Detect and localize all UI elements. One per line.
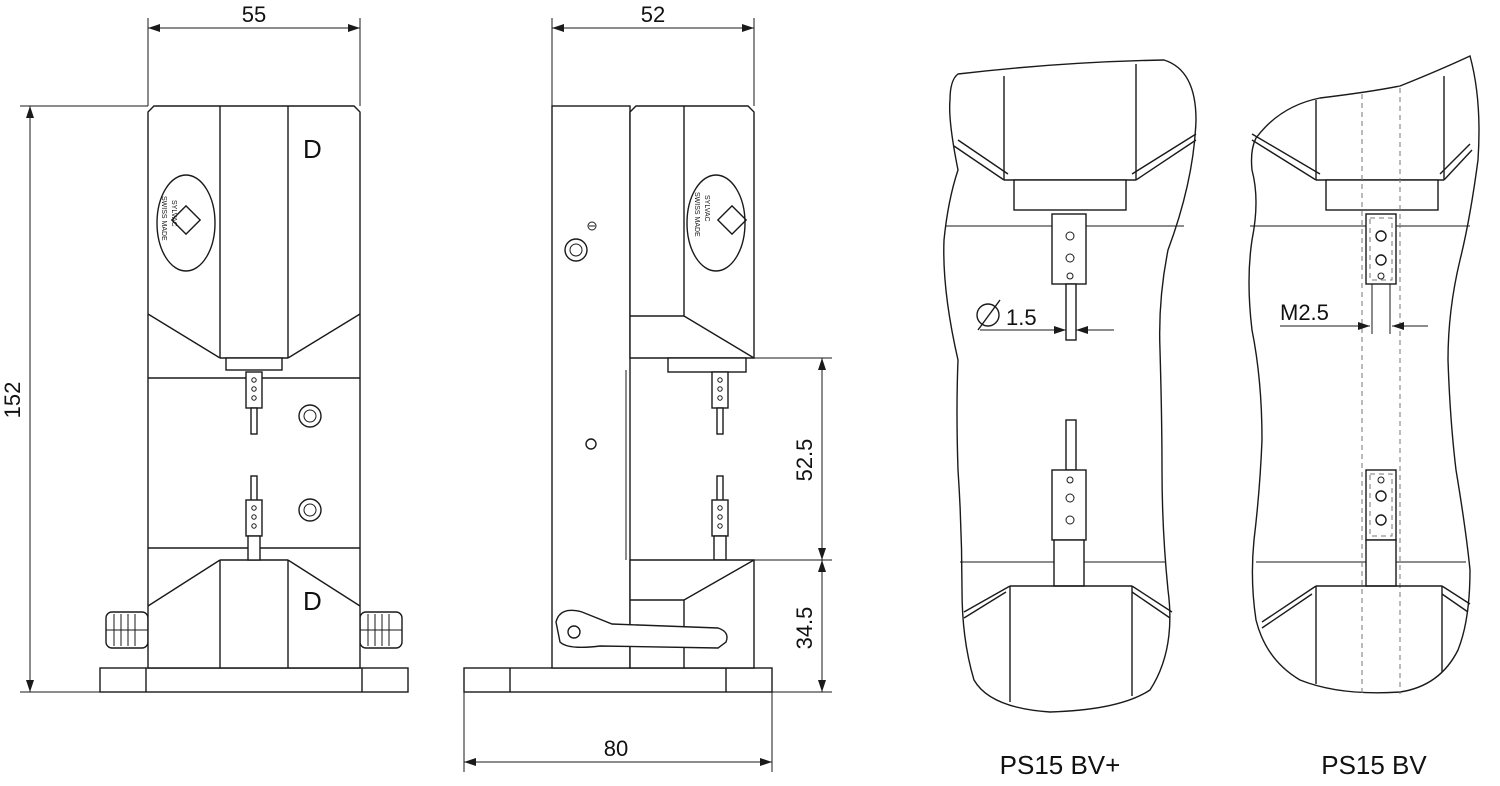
- side-view: SYLVAC SWISS MADE: [463, 105, 773, 693]
- side-logo-text: SYLVAC: [703, 195, 710, 222]
- dim-lower-height: 34.5: [792, 607, 817, 650]
- detail-bv: M2.5 PS15 BV: [1248, 55, 1480, 780]
- front-d-mark-top: D: [303, 134, 322, 164]
- dim-thread-size: M2.5: [1280, 300, 1329, 325]
- right-knob: [359, 611, 403, 649]
- detail-bv-plus: 1.5 PS15 BV+: [943, 59, 1197, 780]
- front-logo-text: SYLVAC: [170, 200, 177, 227]
- front-logo-subtext: SWISS MADE: [160, 196, 167, 241]
- caption-bv: PS15 BV: [1321, 750, 1427, 780]
- diameter-icon: [976, 299, 1001, 331]
- front-view: D D SYLVAC SWISS MADE: [99, 105, 409, 693]
- front-d-mark-bottom: D: [303, 586, 322, 616]
- caption-bv-plus: PS15 BV+: [1000, 750, 1121, 780]
- front-logo: SYLVAC SWISS MADE: [156, 174, 216, 272]
- dimension-lines: [20, 18, 832, 772]
- left-knob: [105, 611, 149, 649]
- side-logo: SYLVAC SWISS MADE: [686, 174, 748, 272]
- dim-side-depth: 52: [641, 2, 665, 27]
- side-logo-subtext: SWISS MADE: [693, 192, 700, 237]
- side-lever: [555, 609, 728, 649]
- dim-gap-height: 52.5: [792, 439, 817, 482]
- dim-total-height: 152: [0, 382, 25, 419]
- dim-front-width: 55: [242, 2, 266, 27]
- front-base-plate: [99, 667, 409, 693]
- side-base-plate: [463, 667, 773, 693]
- dim-pin-diameter: 1.5: [1006, 305, 1037, 330]
- dim-base-length: 80: [604, 736, 628, 761]
